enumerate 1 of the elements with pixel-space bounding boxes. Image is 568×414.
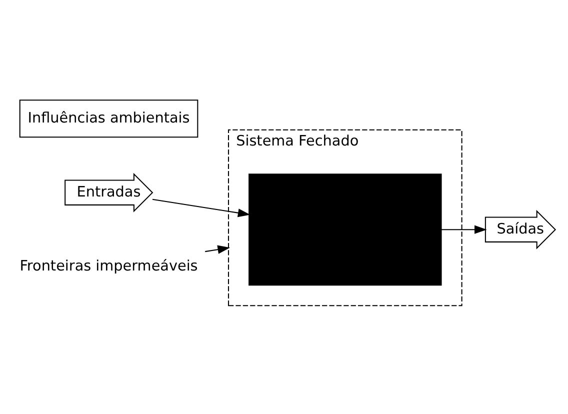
node-text: Fronteiras impermeáveis [20, 258, 198, 274]
